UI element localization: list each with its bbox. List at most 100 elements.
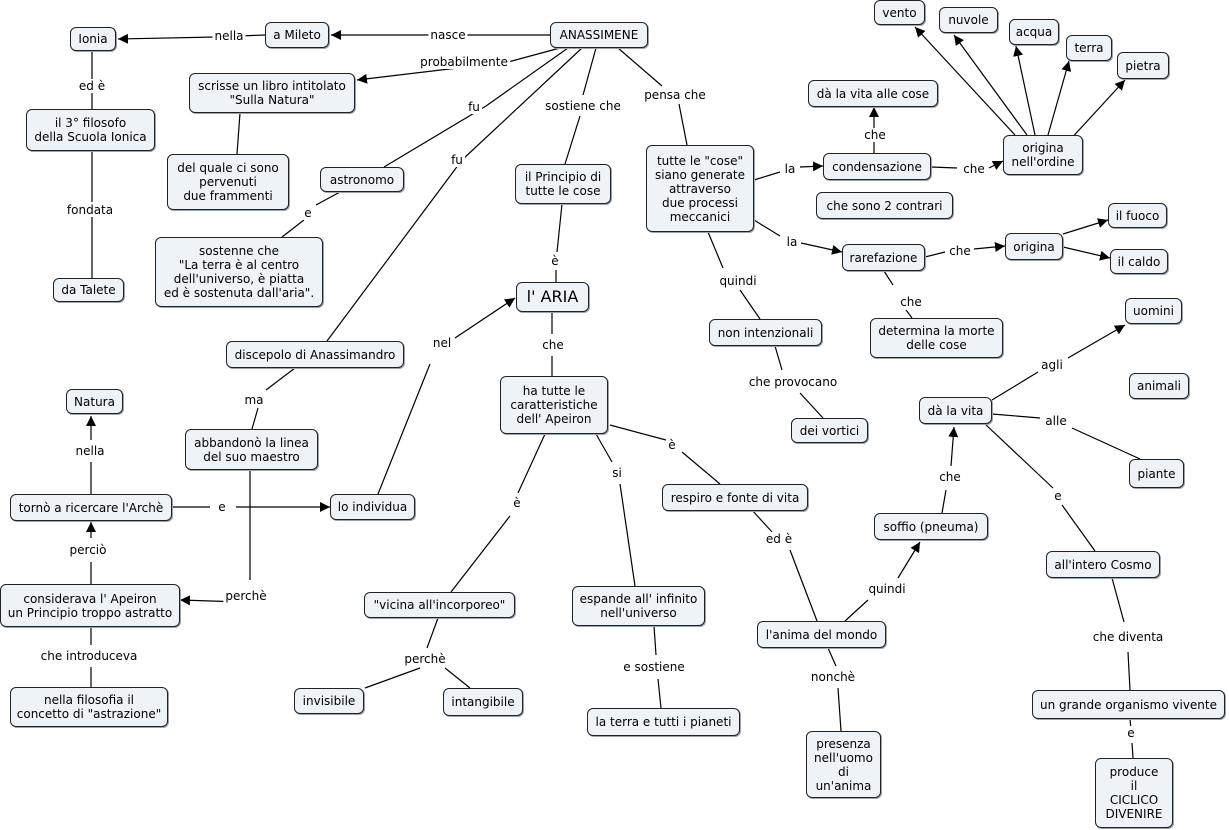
concept-libro[interactable]: scrisse un libro intitolato "Sulla Natur… <box>189 73 355 113</box>
concept-anassimene[interactable]: ANASSIMENE <box>550 22 648 48</box>
connector-line-45 <box>426 617 439 649</box>
concept-ionia[interactable]: Ionia <box>70 27 116 51</box>
connector-line-88 <box>1013 45 1036 136</box>
link-label-introduceva: che introduceva <box>38 649 140 663</box>
concept-cose[interactable]: tutte le "cose" siano generate attravers… <box>646 145 754 232</box>
link-label-e5: è <box>666 438 678 452</box>
connector-line-90 <box>1067 79 1126 143</box>
concept-apeiron-astratto[interactable]: considerava l' Apeiron un Principio trop… <box>0 584 180 627</box>
concept-cosmo[interactable]: all'intero Cosmo <box>1046 551 1160 578</box>
connector-line-74 <box>774 345 783 371</box>
concept-arche[interactable]: tornò a ricercare l'Archè <box>10 494 172 521</box>
concept-respiro[interactable]: respiro e fonte di vita <box>662 484 808 511</box>
link-label-pensa: pensa che <box>642 88 708 102</box>
concept-pianeti[interactable]: la terra e tutti i pianeti <box>587 708 740 736</box>
concept-fuoco[interactable]: il fuoco <box>1108 203 1167 228</box>
connector-line-72 <box>707 231 724 269</box>
link-label-e3: e <box>216 500 228 514</box>
connector-line-19 <box>617 47 663 87</box>
connector-line-26 <box>251 407 259 430</box>
link-label-probabilmente: probabilmente <box>418 55 510 69</box>
concept-espande[interactable]: espande all' infinito nell'universo <box>572 586 705 626</box>
link-label-che2: che <box>937 470 963 484</box>
concept-principio[interactable]: il Principio di tutte le cose <box>515 164 611 204</box>
connector-line-18 <box>564 115 581 165</box>
concept-aria[interactable]: l' ARIA <box>516 282 589 312</box>
concept-acqua[interactable]: acqua <box>1009 19 1059 45</box>
link-label-nella: nella <box>212 29 246 43</box>
concept-ciclico[interactable]: produce il CICLICO DIVENIRE <box>1095 758 1173 828</box>
concept-nuvole[interactable]: nuvole <box>939 7 998 33</box>
concept-non-intenz[interactable]: non intenzionali <box>709 319 822 346</box>
concept-individua[interactable]: lo individua <box>330 494 415 520</box>
link-label-che6: che <box>898 295 924 309</box>
concept-contrari[interactable]: che sono 2 contrari <box>816 192 953 219</box>
connector-line-80 <box>924 251 946 258</box>
concept-presenza[interactable]: presenza nell'uomo di un'anima <box>806 731 881 798</box>
concept-talete[interactable]: da Talete <box>53 278 124 302</box>
concept-frammenti[interactable]: del quale ci sono pervenuti due framment… <box>167 154 289 210</box>
connector-line-82 <box>883 270 894 286</box>
connector-line-48 <box>653 625 657 656</box>
concept-origina-ordine[interactable]: origina nell'ordine <box>1003 135 1083 175</box>
connector-line-68 <box>753 171 781 181</box>
concept-vita-cose[interactable]: dà la vita alle cose <box>808 80 938 107</box>
concept-invisibile[interactable]: invisibile <box>294 688 364 714</box>
concept-vortici[interactable]: dei vortici <box>791 418 868 443</box>
link-label-fu2: fu <box>449 153 465 167</box>
concept-animali[interactable]: animali <box>1129 373 1189 399</box>
link-label-fondata: fondata <box>64 203 116 217</box>
connector-line-4 <box>507 47 561 63</box>
connector-line-70 <box>753 219 781 237</box>
link-label-nasce: nasce <box>428 28 468 42</box>
connector-line-15 <box>461 47 583 161</box>
connector-line-16 <box>326 159 463 342</box>
connector-line-28 <box>454 297 516 339</box>
connector-line-69 <box>799 161 824 172</box>
concept-caldo[interactable]: il caldo <box>1110 249 1168 274</box>
concept-caratteristiche[interactable]: ha tutte le caratteristiche dell' Apeiro… <box>500 376 608 434</box>
connector-line-27 <box>377 363 431 495</box>
concept-incorporeo[interactable]: "vicina all'incorporeo" <box>364 592 515 618</box>
link-label-la2: la <box>784 235 800 249</box>
concept-condensazione[interactable]: condensazione <box>823 153 931 180</box>
concept-morte[interactable]: determina la morte delle cose <box>870 318 1003 358</box>
connector-line-58 <box>991 371 1039 401</box>
concept-discepolo[interactable]: discepolo di Anassimandro <box>226 341 404 368</box>
connector-line-63 <box>1061 504 1096 552</box>
connector-line-87 <box>953 34 1028 136</box>
concept-astrazione[interactable]: nella filosofia il concetto di "astrazio… <box>10 687 168 727</box>
connector-line-64 <box>1111 577 1125 623</box>
concept-soffio[interactable]: soffio (pneuma) <box>874 513 988 540</box>
concept-vento[interactable]: vento <box>874 0 925 25</box>
concept-natura[interactable]: Natura <box>66 389 123 414</box>
link-label-ed-e2: ed è <box>763 532 795 546</box>
concept-terra-piatta[interactable]: sostenne che "La terra è al centro dell'… <box>155 237 323 307</box>
concept-intangibile[interactable]: intangibile <box>443 688 523 716</box>
concept-da-la-vita[interactable]: dà la vita <box>919 397 992 424</box>
connector-line-10 <box>236 112 241 155</box>
connector-line-17 <box>582 47 597 96</box>
connector-line-54 <box>844 599 869 622</box>
connector-line-78 <box>930 166 958 169</box>
link-label-fu1: fu <box>466 100 482 114</box>
concept-uomini[interactable]: uomini <box>1125 298 1182 324</box>
link-label-e4: è <box>511 496 523 510</box>
concept-astronomo[interactable]: astronomo <box>320 167 404 192</box>
link-label-alle: alle <box>1043 414 1069 428</box>
concept-abbandono[interactable]: abbandonò la linea del suo maestro <box>185 429 318 470</box>
concept-piante[interactable]: piante <box>1129 459 1184 488</box>
concept-rarefazione[interactable]: rarefazione <box>842 244 925 271</box>
link-label-che5: che <box>947 244 973 258</box>
concept-pietra[interactable]: pietra <box>1117 52 1169 79</box>
link-label-percio: perciò <box>67 543 109 557</box>
concept-origina[interactable]: origina <box>1005 233 1063 260</box>
connector-line-13 <box>315 191 341 206</box>
concept-mileto[interactable]: a Mileto <box>265 22 329 48</box>
concept-terra[interactable]: terra <box>1066 35 1112 61</box>
connector-line-40 <box>450 515 511 593</box>
concept-organismo[interactable]: un grande organismo vivente <box>1032 690 1225 719</box>
concept-filosofo[interactable]: il 3° filosofo della Scuola Ionica <box>26 109 155 151</box>
concept-anima-mondo[interactable]: l'anima del mondo <box>757 621 886 648</box>
connector-line-39 <box>517 433 546 494</box>
